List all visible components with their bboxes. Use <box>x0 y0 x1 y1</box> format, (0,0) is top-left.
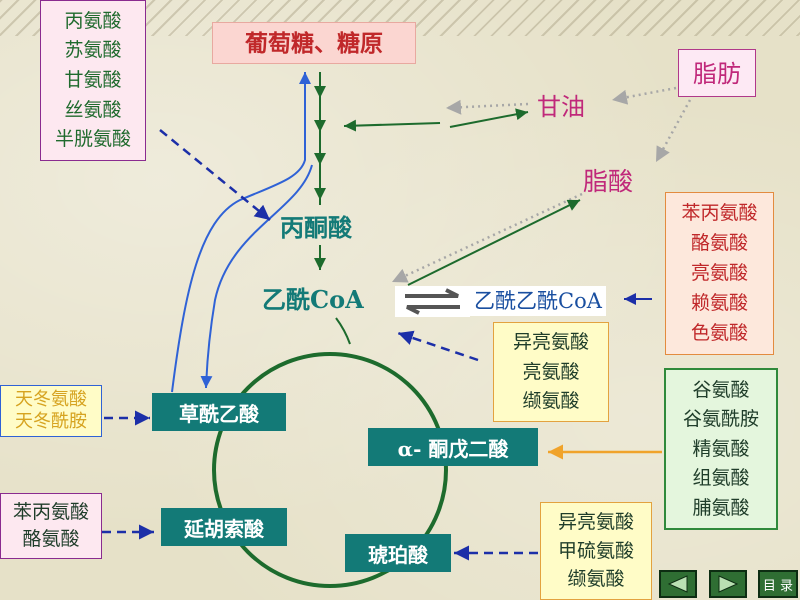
amino-acid-label: 组氨酸 <box>692 467 750 489</box>
triangle-left-icon <box>667 575 688 593</box>
amino-acid-label: 天冬氨酸 <box>15 388 87 410</box>
acetyl-coa-label: 乙酰CoA <box>262 285 364 314</box>
asp-amino-acid-box: 天冬氨酸 天冬酰胺 <box>0 385 102 437</box>
amino-acid-label: 天冬酰胺 <box>15 411 87 433</box>
amino-acid-label: 苏氨酸 <box>64 39 122 62</box>
bottom-right-amino-acid-box: 异亮氨酸 甲硫氨酸 缬氨酸 <box>540 502 652 600</box>
succinate-label: 琥珀酸 <box>368 542 428 567</box>
alpha-ketoglutarate-box: α- 酮戊二酸 <box>368 428 538 466</box>
amino-acid-label: 脯氨酸 <box>692 496 750 519</box>
fumarate-label: 延胡索酸 <box>184 516 264 541</box>
acetoacetyl-coa-label: 乙酰乙酰CoA <box>470 286 606 316</box>
alpha-ketoglutarate-label: α- 酮戊二酸 <box>397 436 509 461</box>
fat-label: 脂肪 <box>693 60 741 88</box>
right-green-amino-acid-box: 谷氨酸 谷氨酰胺 精氨酸 组氨酸 脯氨酸 <box>664 368 778 530</box>
oxaloacetate-to-glucose-arrow <box>171 72 311 393</box>
amino-acid-label: 谷氨酰胺 <box>682 408 759 430</box>
amino-acid-label: 酪氨酸 <box>22 528 80 551</box>
fat-to-glycerol-arrow <box>611 86 677 105</box>
acetyl-coa-to-cycle-line <box>335 317 351 345</box>
fatty-acid-label: 脂酸 <box>583 167 634 196</box>
fatty-acid-to-acetyl-arrow <box>391 192 583 284</box>
contents-label: 目 录 <box>762 578 794 594</box>
glucose-to-oxaloacetate-arrow <box>200 164 313 389</box>
amino-acid-label: 甲硫氨酸 <box>557 539 634 562</box>
amino-acid-label: 精氨酸 <box>692 437 750 460</box>
mid-right-aa-arrow <box>397 330 479 362</box>
amino-acid-label: 苯丙氨酸 <box>681 202 758 224</box>
glucose-label: 葡萄糖、糖原 <box>245 30 383 57</box>
amino-acid-label: 异亮氨酸 <box>557 510 634 533</box>
fumarate-box: 延胡索酸 <box>161 508 287 546</box>
glycerol-to-glucose-arrow <box>343 119 441 132</box>
amino-acid-label: 半胱氨酸 <box>54 128 131 151</box>
glycerol-label: 甘油 <box>537 93 585 121</box>
fat-box: 脂肪 <box>678 49 756 97</box>
oxaloacetate-label: 草酰乙酸 <box>179 401 259 426</box>
equilibrium-background <box>395 286 470 317</box>
right-top-amino-acid-box: 苯丙氨酸 酪氨酸 亮氨酸 赖氨酸 色氨酸 <box>665 192 774 355</box>
amino-acid-label: 酪氨酸 <box>690 232 748 254</box>
equilibrium-backward-arrow <box>406 305 460 315</box>
bottom-left-amino-acid-box: 苯丙氨酸 酪氨酸 <box>0 493 102 559</box>
amino-acid-label: 色氨酸 <box>690 322 748 344</box>
amino-acid-label: 丙氨酸 <box>64 9 122 32</box>
amino-acid-label: 缬氨酸 <box>567 568 625 591</box>
glycerol-dotted-arrow <box>445 99 529 115</box>
equilibrium-forward-arrow <box>405 288 459 298</box>
glucose-to-glycerol-arrow <box>449 108 529 128</box>
glucose-box: 葡萄糖、糖原 <box>212 22 416 64</box>
amino-acid-label: 缬氨酸 <box>522 389 580 412</box>
top-left-amino-acid-box: 丙氨酸 苏氨酸 甘氨酸 丝氨酸 半胱氨酸 <box>40 0 146 161</box>
acetyl-to-fatty-acid-arrow <box>407 199 581 286</box>
next-slide-button[interactable] <box>709 570 747 598</box>
succinate-box: 琥珀酸 <box>345 534 451 572</box>
oxaloacetate-box: 草酰乙酸 <box>152 393 286 431</box>
top-left-aa-to-pyruvate-arrow <box>159 129 271 221</box>
tca-cycle-ring <box>212 352 448 588</box>
amino-acid-label: 异亮氨酸 <box>512 331 589 354</box>
pyruvate-label: 丙酮酸 <box>280 213 352 242</box>
amino-acid-label: 谷氨酸 <box>692 378 750 401</box>
amino-acid-label: 甘氨酸 <box>64 68 122 91</box>
fat-to-fatty-acid-arrow <box>654 99 692 163</box>
amino-acid-label: 苯丙氨酸 <box>12 500 89 523</box>
contents-button[interactable]: 目 录 <box>758 570 798 598</box>
amino-acid-label: 亮氨酸 <box>522 360 580 383</box>
amino-acid-label: 赖氨酸 <box>690 292 748 314</box>
amino-acid-label: 亮氨酸 <box>690 262 748 284</box>
triangle-right-icon <box>718 575 739 593</box>
mid-right-amino-acid-box: 异亮氨酸 亮氨酸 缬氨酸 <box>493 322 609 422</box>
previous-slide-button[interactable] <box>659 570 697 598</box>
amino-acid-label: 丝氨酸 <box>64 98 122 121</box>
